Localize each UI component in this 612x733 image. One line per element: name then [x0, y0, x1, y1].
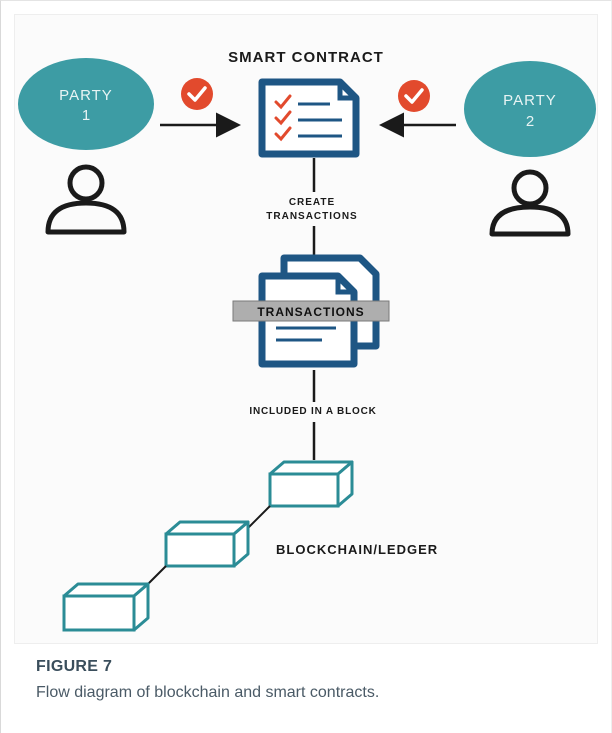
party-2-approval-check-icon [398, 80, 430, 112]
party-1-number: 1 [82, 107, 90, 124]
create-transactions-label-line2: TRANSACTIONS [266, 211, 357, 222]
party-2-label: PARTY [503, 92, 557, 109]
block-cube-middle-icon [164, 520, 250, 568]
included-in-block-label: INCLUDED IN A BLOCK [249, 406, 376, 417]
block-cube-top-icon [268, 460, 354, 508]
smart-contract-document-icon [258, 78, 360, 158]
party-2-node: PARTY 2 [464, 61, 596, 157]
block-cube-bottom-icon [62, 582, 150, 632]
party-2-person-icon [489, 169, 571, 237]
figure-caption: Flow diagram of blockchain and smart con… [36, 684, 380, 701]
party-1-node: PARTY 1 [18, 58, 154, 150]
transactions-banner-label: TRANSACTIONS [257, 305, 364, 319]
create-transactions-label-line1: CREATE [289, 197, 335, 208]
chain-link-top-middle [245, 505, 271, 531]
blockchain-ledger-label: BLOCKCHAIN/LEDGER [276, 542, 438, 557]
smart-contract-title: SMART CONTRACT [228, 49, 384, 66]
party-1-approval-check-icon [181, 78, 213, 110]
party-1-label: PARTY [59, 87, 113, 104]
party-1-person-icon [45, 164, 127, 235]
party-2-number: 2 [526, 113, 534, 130]
figure-label: FIGURE 7 [36, 658, 113, 675]
transactions-banner: TRANSACTIONS [232, 300, 390, 322]
